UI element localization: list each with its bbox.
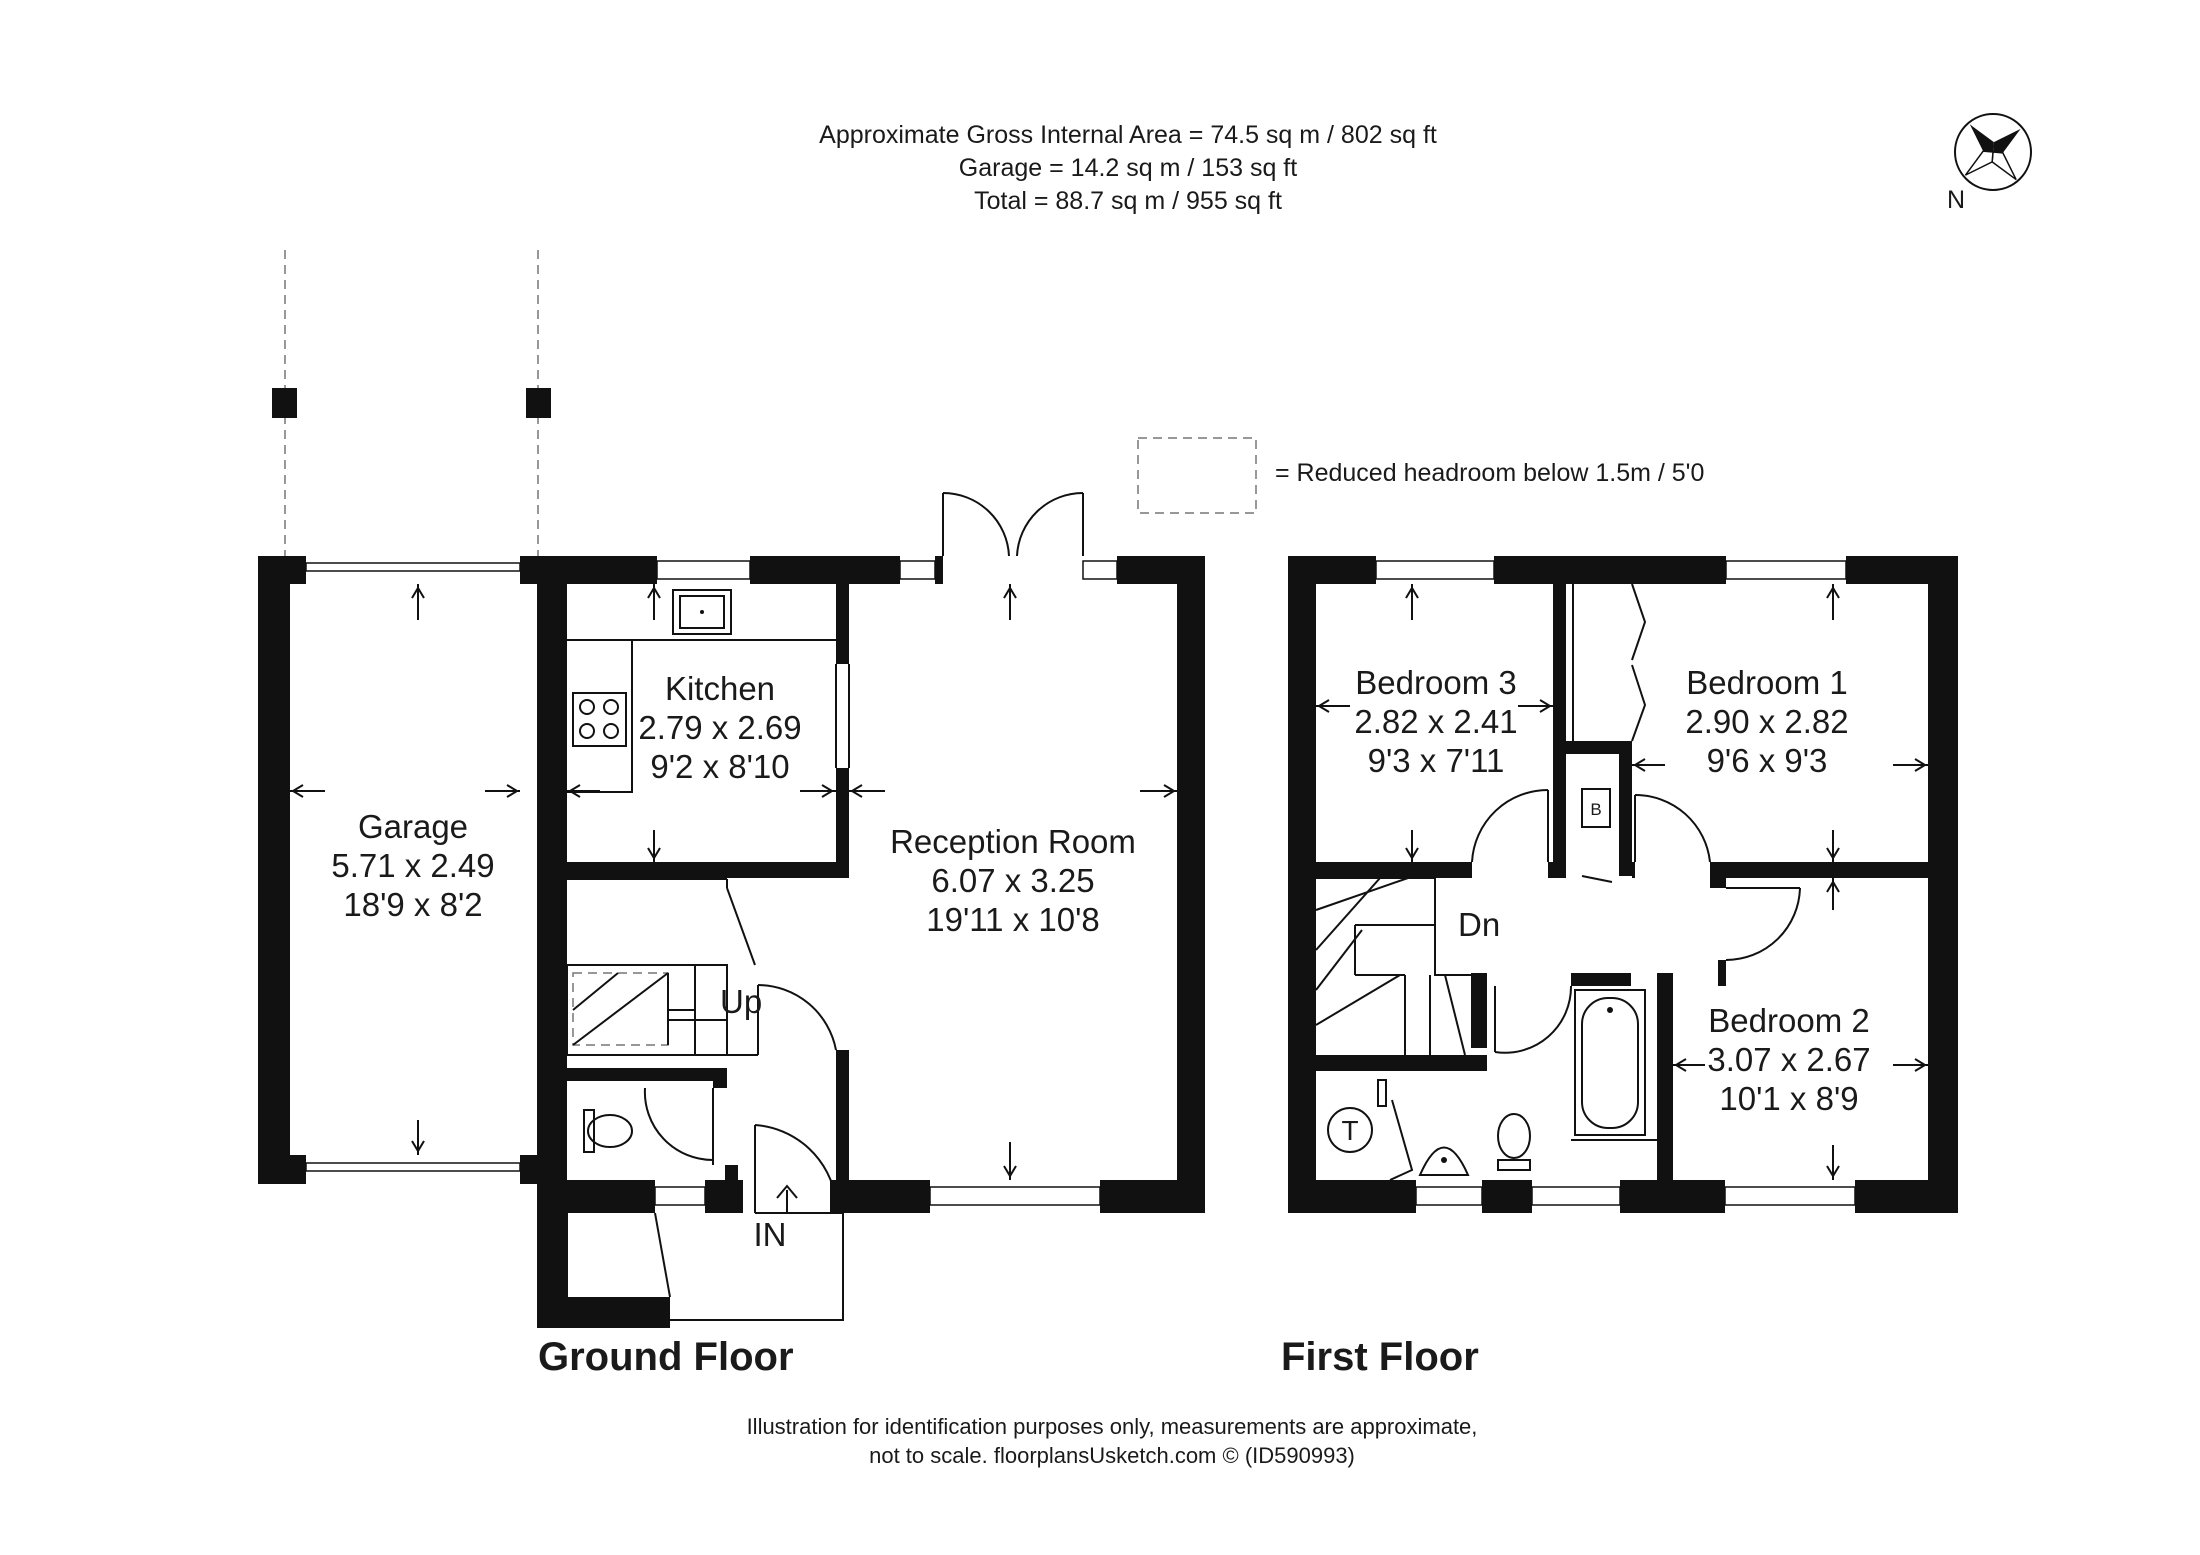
boiler-cupboard [1581, 788, 1613, 883]
dimension-arrows-first [1316, 584, 1928, 1180]
bedroom3-metric: 2.82 x 2.41 [1354, 703, 1517, 740]
wc-window [654, 1186, 706, 1206]
garage-name: Garage [358, 808, 468, 845]
bedroom1-window [1725, 560, 1847, 580]
disclaimer: Illustration for identification purposes… [747, 1414, 1478, 1468]
bedroom1-name: Bedroom 1 [1686, 664, 1847, 701]
reception-window [929, 1186, 1101, 1206]
compass-rose-icon [1954, 113, 2032, 191]
toilet-icon [1497, 1113, 1531, 1171]
disclaimer-line2: not to scale. floorplansUsketch.com © (I… [869, 1443, 1355, 1468]
reception-name: Reception Room [890, 823, 1136, 860]
tank-icon [1327, 1107, 1373, 1153]
garage-door-top [305, 562, 521, 572]
bathroom-door [1494, 985, 1573, 1054]
stairs-down-label: Dn [1458, 906, 1500, 943]
tank-label: T [1341, 1115, 1358, 1146]
stairs-up-label: Up [720, 983, 762, 1020]
bedroom1-door [1634, 793, 1711, 863]
garage-door-bottom [305, 1162, 521, 1172]
bathroom-window [1531, 1186, 1621, 1206]
reduced-headroom-legend-text: = Reduced headroom below 1.5m / 5'0 [1275, 459, 1704, 487]
bedroom1-imperial: 9'6 x 9'3 [1707, 742, 1828, 779]
wc-first-window [1415, 1186, 1483, 1206]
area-garage: Garage = 14.2 sq m / 153 sq ft [959, 154, 1297, 182]
garage-imperial: 18'9 x 8'2 [343, 886, 482, 923]
hob-icon [572, 692, 627, 747]
first-floor-walls [1288, 556, 1958, 1213]
boiler-label: B [1590, 800, 1601, 819]
bedroom3-window [1375, 560, 1495, 580]
ground-floor-walls [537, 556, 1205, 1328]
carport-post-right [526, 388, 551, 418]
kitchen-window [656, 560, 751, 580]
bedroom3-name: Bedroom 3 [1355, 664, 1516, 701]
bedroom2-window [1724, 1186, 1856, 1206]
bedroom2-metric: 3.07 x 2.67 [1707, 1041, 1870, 1078]
sink-icon [672, 589, 732, 635]
kitchen-name: Kitchen [665, 670, 775, 707]
wc-toilet-icon [583, 1087, 714, 1165]
first-floor-title: First Floor [1281, 1335, 1479, 1379]
entrance-arrow-icon [776, 1184, 798, 1212]
hall-door [727, 984, 837, 1056]
wardrobe-doors [1572, 583, 1647, 742]
bedroom2-imperial: 10'1 x 8'9 [1719, 1080, 1858, 1117]
reception-side-light-right [1082, 560, 1118, 580]
entrance-label: IN [754, 1216, 787, 1253]
staircase-down [1315, 877, 1471, 1056]
disclaimer-line1: Illustration for identification purposes… [747, 1414, 1478, 1439]
basin-icon [1418, 1146, 1470, 1176]
bath-icon [1571, 989, 1657, 1141]
carport-post-left [272, 388, 297, 418]
reception-side-light-left [899, 560, 936, 580]
bedroom2-door [1725, 887, 1801, 961]
dimension-arrows-ground [290, 584, 1177, 1180]
reduced-headroom-legend-swatch [1137, 437, 1257, 514]
reception-imperial: 19'11 x 10'8 [926, 901, 1099, 938]
garage-metric: 5.71 x 2.49 [331, 847, 494, 884]
store-cupboard [566, 1212, 671, 1298]
reception-metric: 6.07 x 3.25 [931, 862, 1094, 899]
ground-floor-plan: Garage 5.71 x 2.49 18'9 x 8'2 Kitchen 2.… [258, 250, 1205, 1379]
ground-floor-title: Ground Floor [538, 1335, 794, 1379]
first-floor-plan: Bedroom 3 2.82 x 2.41 9'3 x 7'11 Bedroom… [1281, 556, 1958, 1379]
compass-north-label: N [1947, 186, 1965, 214]
bedroom3-door [1471, 788, 1549, 863]
area-summary: Approximate Gross Internal Area = 74.5 s… [819, 121, 1437, 215]
kitchen-imperial: 9'2 x 8'10 [650, 748, 789, 785]
french-doors [942, 491, 1084, 557]
area-total: Total = 88.7 sq m / 955 sq ft [974, 187, 1282, 215]
tank-cupboard [1327, 1079, 1414, 1181]
staircase-up [566, 878, 756, 1056]
bedroom1-metric: 2.90 x 2.82 [1685, 703, 1848, 740]
front-door [670, 1124, 844, 1321]
area-gross-internal: Approximate Gross Internal Area = 74.5 s… [819, 121, 1437, 149]
bedroom2-name: Bedroom 2 [1708, 1002, 1869, 1039]
kitchen-metric: 2.79 x 2.69 [638, 709, 801, 746]
bedroom3-imperial: 9'3 x 7'11 [1368, 742, 1505, 779]
